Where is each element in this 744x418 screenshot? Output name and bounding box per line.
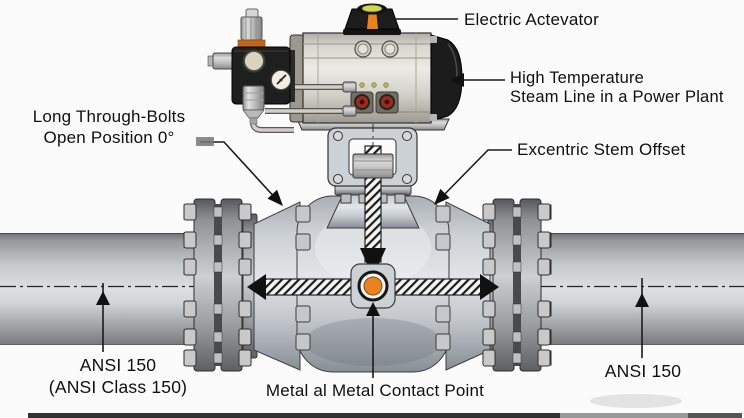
pressure-gauge (269, 68, 293, 92)
label-contact-point-text: Metal al Metal Contact Point (265, 381, 485, 400)
leader-through-bolts (200, 141, 279, 202)
right-flange-pair (482, 198, 552, 372)
valve-stem (352, 145, 394, 277)
label-contact-point: Metal al Metal Contact Point (243, 381, 507, 401)
label-ansi-left-line1: ANSI 150 (79, 355, 157, 375)
arrowhead-ansi-right (635, 293, 649, 307)
arrowhead-contact-point (366, 302, 380, 316)
label-ansi-right: ANSI 150 (583, 361, 703, 381)
actuator (289, 3, 463, 124)
smudge (590, 394, 682, 408)
arrowhead-ansi-left (96, 291, 110, 305)
arrowhead-through-bolts (267, 189, 283, 206)
label-through-bolts-line1: Long Through-Bolts (32, 107, 186, 126)
contact-point (350, 263, 396, 309)
label-through-bolts-line2: Open Position 0° (43, 128, 175, 147)
label-stem-offset-text: Excentric Stem Offset (517, 140, 686, 159)
video-artifact (196, 137, 214, 146)
label-ansi-right-text: ANSI 150 (604, 361, 682, 381)
regulator-orange-ring (237, 39, 266, 48)
label-electric-actuator: Electric Actevator (464, 10, 599, 30)
contact-point-dot (363, 276, 383, 296)
stem-arrowhead (360, 248, 386, 277)
air-ports (350, 82, 399, 114)
left-flange-pair (183, 198, 252, 372)
bottom-bar (28, 413, 742, 418)
label-ansi-left-line2: (ANSI Class 150) (48, 377, 188, 397)
leader-stem-offset (437, 149, 512, 202)
arrowhead-high-temp (450, 73, 464, 87)
label-high-temp: High Temperature Steam Line in a Power P… (510, 69, 724, 107)
label-high-temp-line2: Steam Line in a Power Plant (510, 88, 724, 106)
position-indicator-knob (343, 3, 401, 35)
label-electric-actuator-text: Electric Actevator (464, 10, 599, 29)
flow-arrowhead-left (247, 274, 266, 300)
label-through-bolts: Long Through-Bolts Open Position 0° (20, 106, 198, 148)
arrowhead-stem-offset (434, 188, 450, 205)
label-stem-offset: Excentric Stem Offset (517, 140, 685, 160)
air-filter-regulator (207, 8, 357, 133)
label-ansi-left: ANSI 150 (ANSI Class 150) (23, 354, 213, 398)
flow-arrowhead-right (480, 274, 499, 300)
label-high-temp-line1: High Temperature (510, 69, 645, 87)
